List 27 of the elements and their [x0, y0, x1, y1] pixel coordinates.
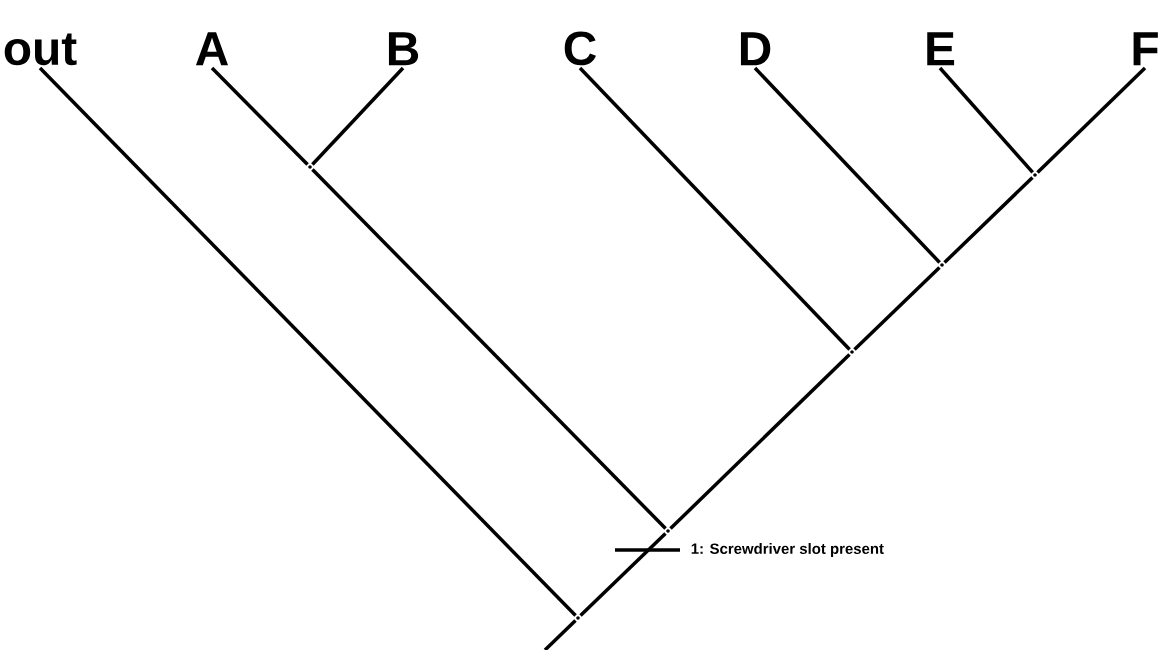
branch-point	[1033, 173, 1037, 177]
branch-line	[543, 619, 577, 650]
branch-point	[576, 616, 580, 620]
taxon-label: A	[195, 32, 228, 66]
branch-point	[940, 263, 944, 267]
branch-line	[578, 66, 851, 351]
taxon-label: C	[564, 31, 596, 66]
branch-line	[853, 266, 941, 351]
edge-label: 1: Screwdriver slot present	[689, 542, 885, 558]
taxon-label: E	[927, 32, 955, 66]
taxon-label: out	[4, 33, 77, 66]
branch-line	[753, 66, 941, 264]
branch-line	[1036, 66, 1147, 174]
taxon-label: F	[1133, 32, 1158, 66]
branch-line	[210, 66, 309, 166]
branch-line	[311, 66, 405, 166]
branch-point	[850, 350, 854, 354]
branch-line	[38, 66, 577, 617]
branch-line	[311, 168, 667, 530]
branch-line	[938, 66, 1034, 174]
branch-point	[666, 529, 670, 533]
branch-line	[943, 176, 1034, 264]
taxon-label: D	[740, 32, 771, 66]
branch-point	[308, 165, 312, 169]
taxon-label: B	[388, 32, 419, 66]
branch-line	[669, 353, 851, 530]
branch-line	[579, 532, 667, 617]
